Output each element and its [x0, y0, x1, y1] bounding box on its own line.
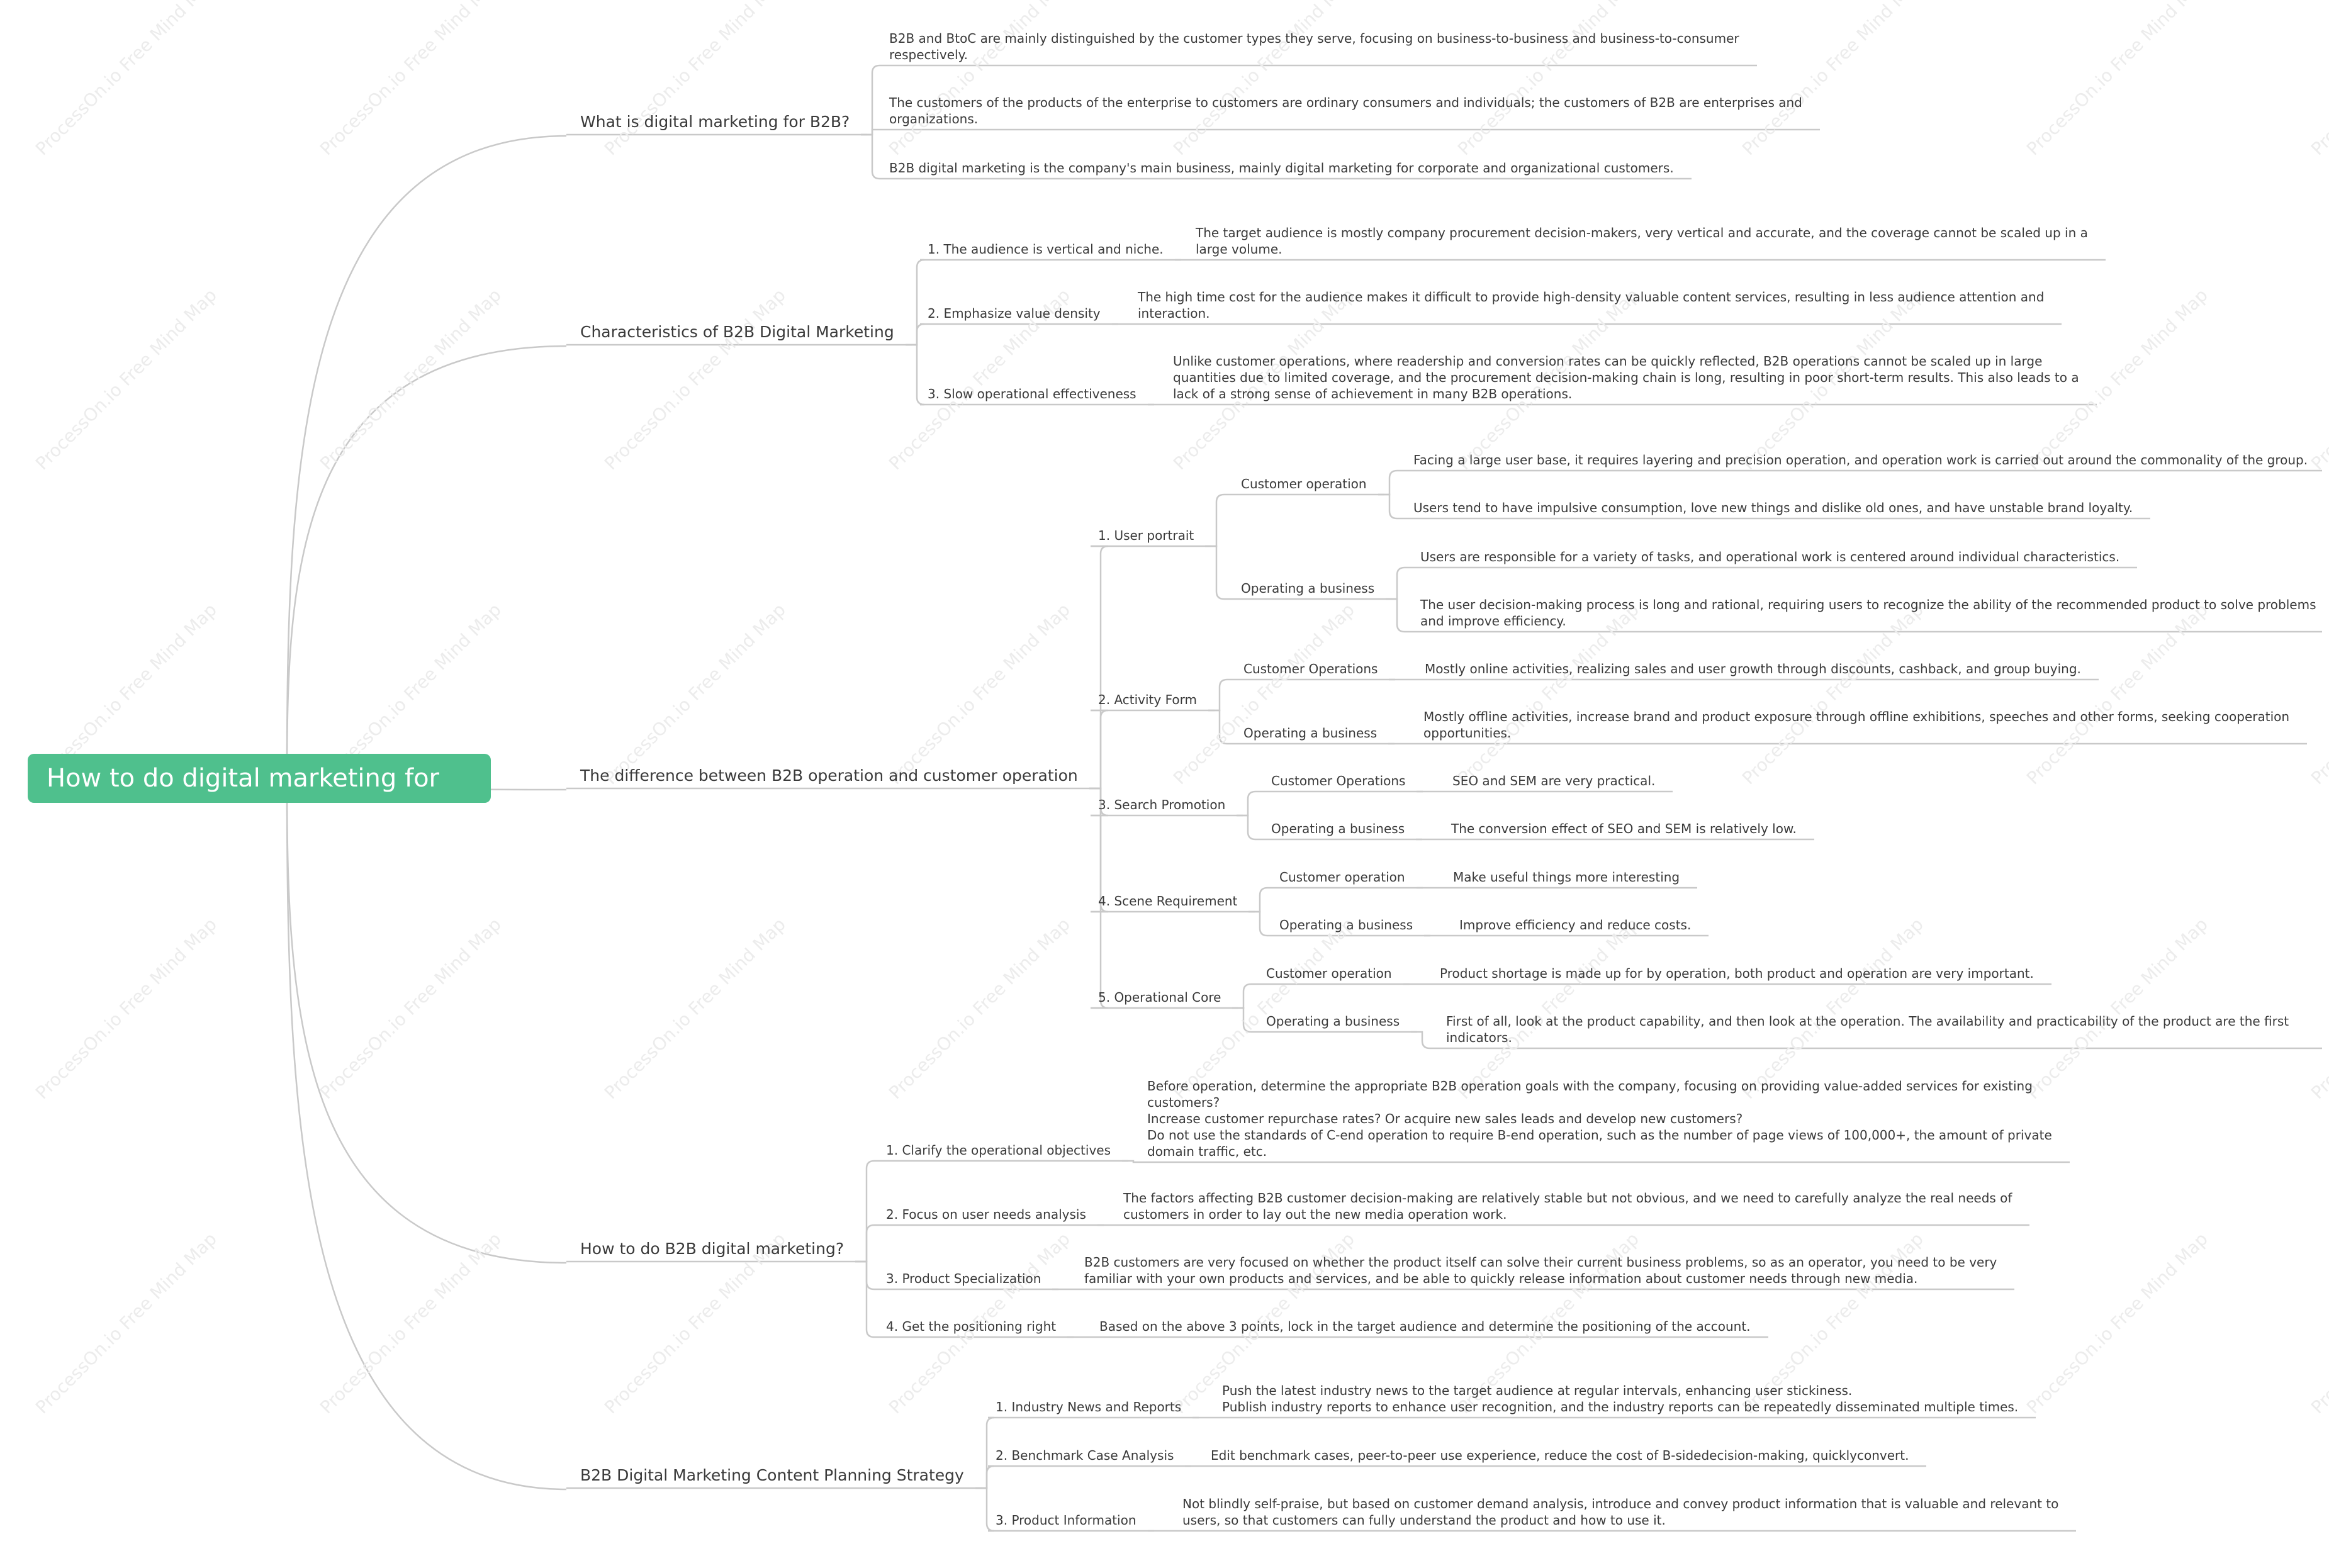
connector-line [1237, 814, 1264, 841]
leaf-text[interactable]: Based on the above 3 points, lock in the… [1099, 1319, 1751, 1334]
connector-line [1089, 787, 1109, 1009]
subtopic[interactable]: 3. Slow operational effectiveness [928, 386, 1136, 401]
connector-line [975, 1487, 995, 1532]
root-connector [286, 135, 567, 778]
sub-subtopic[interactable]: Operating a business [1279, 917, 1413, 932]
leaf-text[interactable]: Mostly online activities, realizing sale… [1425, 661, 2081, 676]
connector-line [1386, 566, 1413, 600]
leaf-text[interactable]: Product shortage is made up for by opera… [1440, 966, 2034, 981]
connector-line [1411, 1031, 1439, 1050]
leaf-text[interactable]: SEO and SEM are very practical. [1452, 773, 1656, 788]
subtopic[interactable]: 4. Get the positioning right [886, 1319, 1057, 1334]
sub-subtopic[interactable]: Operating a business [1266, 1014, 1400, 1029]
leaf-text[interactable]: Make useful things more interesting [1453, 870, 1680, 885]
branch-topic-how-to[interactable]: How to do B2B digital marketing? [580, 1240, 845, 1258]
connector-line [1208, 678, 1236, 712]
leaf-text[interactable]: Edit benchmark cases, peer-to-peer use e… [1211, 1448, 1909, 1463]
connector-line [906, 259, 925, 346]
leaf-text[interactable]: Improve efficiency and reduce costs. [1459, 917, 1692, 932]
connector-line [1205, 493, 1233, 547]
leaf-text[interactable]: Facing a large user base, it requires la… [1413, 452, 2308, 468]
connector-line [855, 1260, 878, 1338]
sub-subtopic[interactable]: Operating a business [1243, 725, 1378, 741]
subtopic[interactable]: 2. Focus on user needs analysis [886, 1207, 1086, 1222]
connector-line [1237, 790, 1264, 817]
subtopic[interactable]: 3. Search Promotion [1098, 797, 1226, 812]
subtopic[interactable]: 1. Clarify the operational objectives [886, 1143, 1111, 1158]
connector-line [1386, 598, 1413, 633]
leaf-text[interactable]: Mostly offline activities, increase bran… [1423, 709, 2290, 741]
sub-subtopic[interactable]: Customer operation [1279, 870, 1405, 885]
branch-topic-what-is-b2b[interactable]: What is digital marketing for B2B? [580, 113, 850, 131]
sub-subtopic[interactable]: Customer Operations [1243, 661, 1378, 676]
connector-line [1232, 1007, 1259, 1033]
leaf-text[interactable]: The user decision-making process is long… [1420, 597, 2316, 629]
connector-line [975, 1465, 995, 1489]
connector-line [1378, 493, 1406, 520]
sub-subtopic[interactable]: Customer operation [1241, 476, 1367, 491]
connector-line [906, 323, 925, 346]
subtopic[interactable]: 4. Scene Requirement [1098, 893, 1238, 909]
connector-line [861, 64, 882, 136]
root-connector [286, 777, 567, 1491]
subtopic[interactable]: 2. Activity Form [1098, 692, 1197, 707]
connector-line [1378, 469, 1406, 496]
subtopic[interactable]: 3. Product Specialization [886, 1271, 1041, 1286]
connector-line [855, 1160, 878, 1263]
connector-line [1089, 545, 1109, 790]
branch-topic-difference[interactable]: The difference between B2B operation and… [580, 766, 1078, 785]
root-connector [286, 777, 567, 1264]
subtopic[interactable]: 1. The audience is vertical and niche. [928, 242, 1164, 257]
connector-line [906, 344, 925, 406]
subtopic[interactable]: 1. User portrait [1098, 528, 1194, 543]
branch-topic-content-strategy[interactable]: B2B Digital Marketing Content Planning S… [580, 1466, 964, 1484]
connector-line [1122, 1160, 1140, 1163]
leaf-text[interactable]: B2B digital marketing is the company's m… [889, 160, 1674, 176]
subtopic[interactable]: 2. Emphasize value density [928, 306, 1101, 321]
leaf-text[interactable]: B2B and BtoC are mainly distinguished by… [889, 31, 1739, 62]
connector-line [861, 133, 882, 180]
connector-line [1249, 887, 1272, 913]
leaf-text[interactable]: Users are responsible for a variety of t… [1420, 549, 2120, 564]
connector-line [1208, 709, 1236, 745]
branch-topic-characteristics[interactable]: Characteristics of B2B Digital Marketing [580, 323, 894, 341]
sub-subtopic[interactable]: Customer Operations [1271, 773, 1406, 788]
subtopic[interactable]: 1. Industry News and Reports [996, 1399, 1182, 1414]
sub-subtopic[interactable]: Operating a business [1241, 581, 1375, 596]
connector-line [975, 1416, 995, 1489]
connector-line [855, 1224, 878, 1263]
sub-subtopic[interactable]: Customer operation [1266, 966, 1392, 981]
connector-line [1205, 545, 1233, 600]
leaf-text[interactable]: The target audience is mostly company pr… [1196, 225, 2088, 257]
subtopic[interactable]: 3. Product Information [996, 1513, 1136, 1528]
leaf-text[interactable]: Before operation, determine the appropri… [1147, 1078, 2052, 1159]
leaf-text[interactable]: The conversion effect of SEO and SEM is … [1451, 821, 1797, 836]
subtopic[interactable]: 2. Benchmark Case Analysis [996, 1448, 1174, 1463]
leaf-text[interactable]: The high time cost for the audience make… [1138, 289, 2045, 321]
root-connector [286, 345, 567, 778]
leaf-text[interactable]: First of all, look at the product capabi… [1446, 1014, 2289, 1045]
leaf-text[interactable]: Not blindly self-praise, but based on cu… [1182, 1496, 2059, 1528]
connector-line [1232, 983, 1259, 1009]
leaf-text[interactable]: The customers of the products of the ent… [889, 95, 1802, 126]
leaf-text[interactable]: Push the latest industry news to the tar… [1222, 1383, 2019, 1414]
leaf-text[interactable]: B2B customers are very focused on whethe… [1084, 1255, 1997, 1286]
leaf-text[interactable]: The factors affecting B2B customer decis… [1123, 1190, 2012, 1222]
leaf-text[interactable]: Unlike customer operations, where reader… [1173, 354, 2079, 401]
connector-line [1249, 910, 1272, 937]
subtopic[interactable]: 5. Operational Core [1098, 990, 1221, 1005]
connector-line [1089, 709, 1109, 790]
sub-subtopic[interactable]: Operating a business [1271, 821, 1405, 836]
leaf-text[interactable]: Users tend to have impulsive consumption… [1413, 500, 2133, 515]
root-topic[interactable]: How to do digital marketing for B2B? [28, 754, 491, 842]
